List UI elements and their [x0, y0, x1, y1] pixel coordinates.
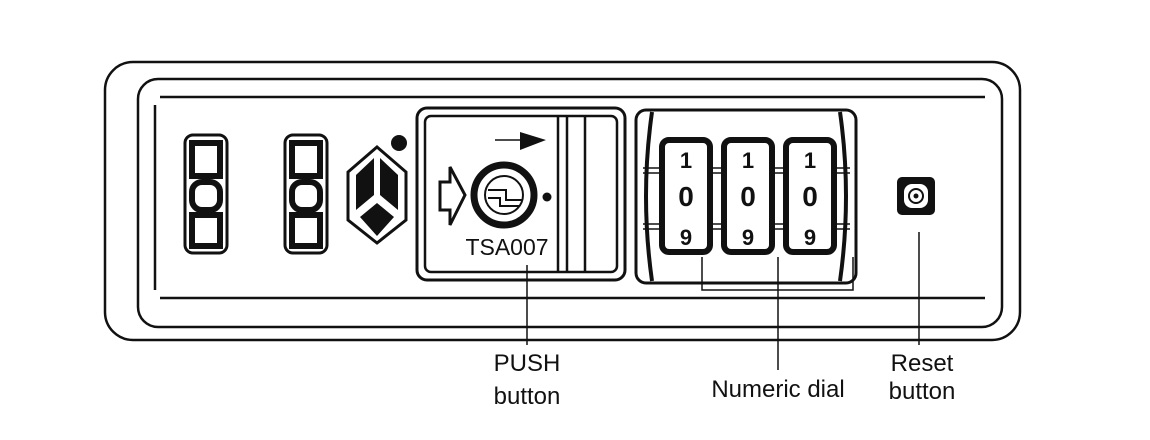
push-arrow-icon: [438, 166, 467, 226]
svg-text:1: 1: [680, 148, 692, 173]
reset-button[interactable]: [897, 177, 935, 215]
direction-arrow-icon: [520, 132, 546, 150]
dial-wheel-1[interactable]: 1 0 9: [659, 137, 713, 255]
push-label-line1: PUSH: [494, 350, 561, 377]
tsa-keyhole-icon: [470, 161, 538, 229]
reset-label-line2: button: [889, 378, 956, 405]
key-slot-left: [183, 133, 229, 255]
svg-text:0: 0: [802, 181, 818, 212]
tsa-logo-icon: [346, 135, 408, 245]
push-button[interactable]: TSA007: [415, 106, 627, 282]
svg-text:0: 0: [678, 181, 694, 212]
lock-inner-panel: [153, 95, 985, 300]
push-label-line2: button: [494, 383, 561, 410]
tsa-marking: TSA007: [465, 234, 548, 260]
lock-middle-frame: [136, 77, 1004, 329]
dial-wheel-3[interactable]: 1 0 9: [783, 137, 837, 255]
svg-text:1: 1: [804, 148, 816, 173]
dial-wheel-2[interactable]: 1 0 9: [721, 137, 775, 255]
svg-text:9: 9: [804, 225, 816, 250]
dial-label: Numeric dial: [711, 376, 844, 403]
svg-text:9: 9: [742, 225, 754, 250]
numeric-dial: [634, 108, 858, 285]
svg-text:0: 0: [740, 181, 756, 212]
svg-text:1: 1: [742, 148, 754, 173]
dial-leader-bracket: [701, 257, 854, 370]
lock-outer-frame: [103, 60, 1022, 342]
key-slot-right: [283, 133, 329, 255]
reset-label-line1: Reset: [891, 350, 954, 377]
svg-text:9: 9: [680, 225, 692, 250]
